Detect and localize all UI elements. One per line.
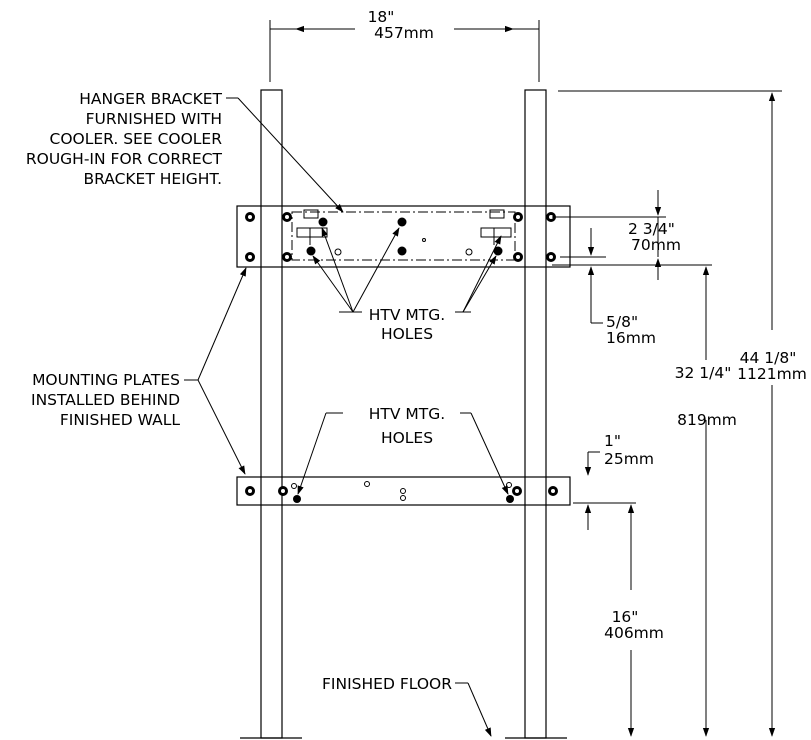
width-dimension: 18" 457mm xyxy=(269,8,540,82)
gap-dimension: 5/8" 16mm xyxy=(587,228,656,347)
lower-height-mm: 406mm xyxy=(604,624,664,642)
overall-height-dimension: 44 1/8" 1121mm xyxy=(737,92,807,737)
upper-htv-line1: HTV MTG. xyxy=(369,306,445,324)
finished-floor-callout: FINISHED FLOOR xyxy=(322,675,492,737)
hanger-bracket-callout: HANGER BRACKET FURNISHED WITH COOLER. SE… xyxy=(26,90,344,213)
upper-mounting-plate xyxy=(236,205,571,268)
upper-height-in: 32 1/4" xyxy=(675,364,732,382)
hanger-label-line5: BRACKET HEIGHT. xyxy=(83,170,222,188)
hanger-label-line4: ROUGH-IN FOR CORRECT xyxy=(26,150,223,168)
gap-mm: 16mm xyxy=(606,329,656,347)
lower-plate-holes xyxy=(245,481,558,503)
upper-plate-mm: 70mm xyxy=(631,236,681,254)
overall-mm: 1121mm xyxy=(737,365,807,383)
right-upright xyxy=(505,89,567,739)
upper-height-mm: 819mm xyxy=(677,411,737,429)
left-upright xyxy=(240,89,302,739)
lower-plate-dimension: 1" 25mm xyxy=(584,432,654,530)
upper-htv-callout: HTV MTG. HOLES xyxy=(312,227,502,343)
hanger-label-line2: FURNISHED WITH xyxy=(86,110,222,128)
lower-plate-in: 1" xyxy=(604,432,621,450)
gap-in: 5/8" xyxy=(606,313,638,331)
lower-htv-callout: HTV MTG. HOLES xyxy=(297,405,509,495)
upper-htv-line2: HOLES xyxy=(381,325,433,343)
overall-in: 44 1/8" xyxy=(740,349,797,367)
mounting-line1: MOUNTING PLATES xyxy=(32,371,180,389)
lower-mounting-plate xyxy=(236,476,571,506)
width-mm-label: 457mm xyxy=(374,24,434,42)
upper-height-dimension: 32 1/4" 819mm xyxy=(675,266,737,737)
lower-height-dimension: 16" 406mm xyxy=(604,504,664,737)
mounting-plates-callout: MOUNTING PLATES INSTALLED BEHIND FINISHE… xyxy=(31,267,247,475)
mounting-line2: INSTALLED BEHIND xyxy=(31,391,180,409)
lower-htv-line1: HTV MTG. xyxy=(369,405,445,423)
mounting-line3: FINISHED WALL xyxy=(60,411,181,429)
upper-plate-dimension: 2 3/4" 70mm xyxy=(628,190,681,280)
width-in-label: 18" xyxy=(368,8,395,26)
finished-floor-label: FINISHED FLOOR xyxy=(322,675,452,693)
hanger-label-line3: COOLER. SEE COOLER xyxy=(50,130,223,148)
upper-plate-in: 2 3/4" xyxy=(628,220,675,238)
hanger-label-line1: HANGER BRACKET xyxy=(79,90,222,108)
lower-plate-mm: 25mm xyxy=(604,450,654,468)
lower-htv-line2: HOLES xyxy=(381,429,433,447)
lower-height-in: 16" xyxy=(612,608,639,626)
